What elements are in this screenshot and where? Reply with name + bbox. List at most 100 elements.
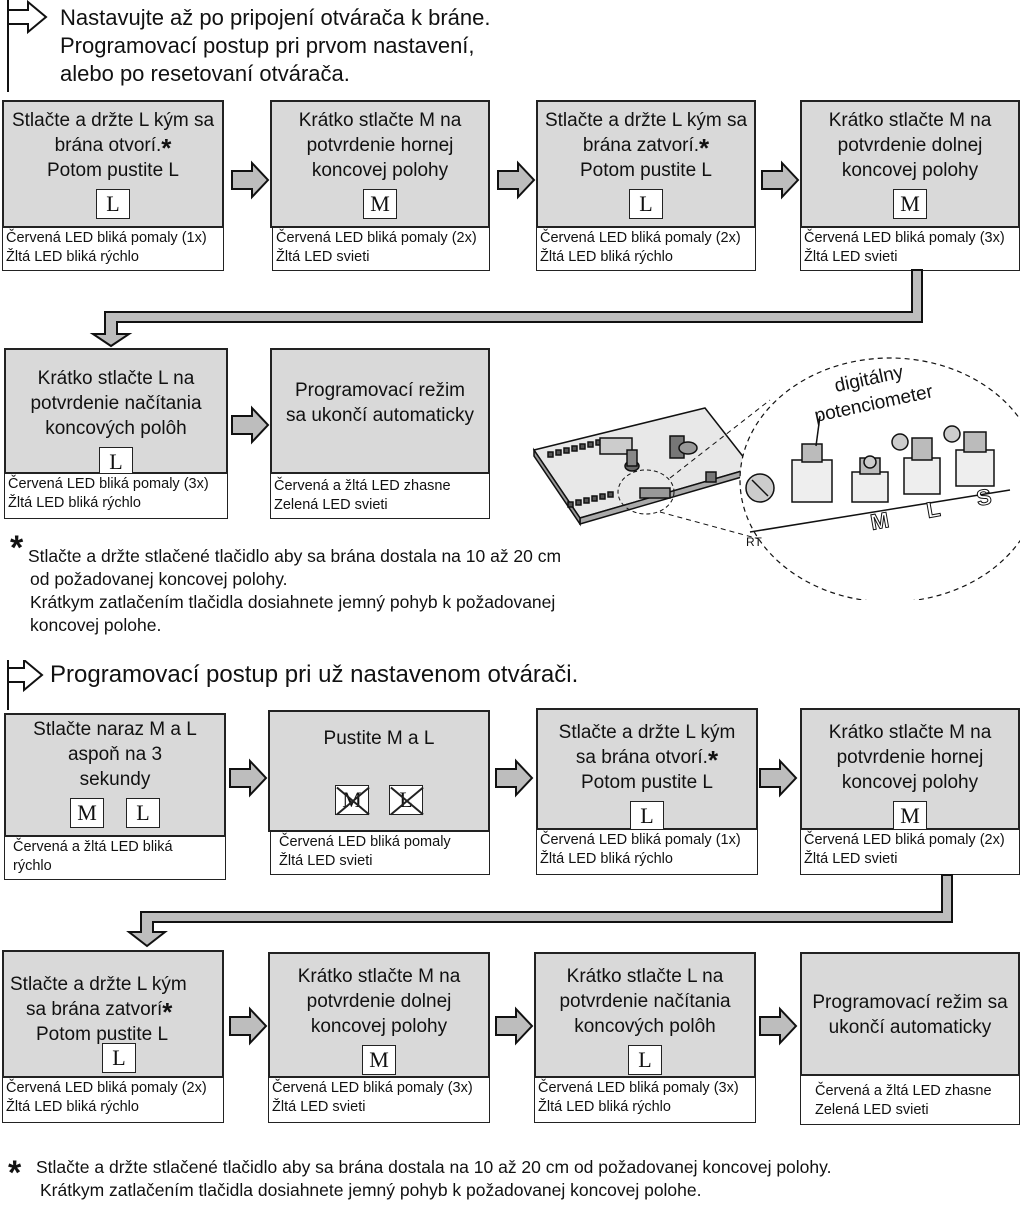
step-text: Krátko stlačte M na	[828, 722, 992, 743]
arrow-right-icon	[229, 1006, 268, 1046]
step-box: Stlačte a držte L kým sa brána otvorí.* …	[2, 100, 224, 228]
led-status: Červená LED bliká pomaly (2x) Žltá LED s…	[272, 227, 490, 271]
led-status-line: Žltá LED bliká rýchlo	[540, 249, 673, 265]
led-status-line: Žltá LED bliká rýchlo	[6, 249, 139, 265]
step-box: Stlačte naraz M a L aspoň na 3 sekundy M…	[4, 713, 226, 837]
step-text: potvrdenie hornej	[836, 747, 984, 768]
step-text: Krátko stlačte M na	[297, 966, 461, 987]
step-text: sa brána zatvorí	[26, 999, 163, 1020]
led-status-line: Žltá LED bliká rýchlo	[8, 495, 141, 511]
led-status-line: Červená LED bliká pomaly (3x)	[538, 1080, 739, 1096]
step-box: Krátko stlačte M na potvrdenie hornej ko…	[800, 708, 1020, 831]
key-m-released-icon: M	[335, 785, 369, 815]
led-status: Červená LED bliká pomaly (1x) Žltá LED b…	[2, 227, 224, 271]
section2-title: Programovací postup pri už nastavenom ot…	[50, 661, 579, 688]
intro-line: Nastavujte až po pripojení otvárača k br…	[60, 5, 491, 30]
key-l-icon: L	[99, 447, 133, 477]
step-box: Krátko stlačte M na potvrdenie dolnej ko…	[800, 100, 1020, 228]
key-m-icon: M	[893, 801, 927, 831]
button-label: S	[975, 484, 994, 511]
led-status-line: Červená LED bliká pomaly (3x)	[804, 230, 1005, 246]
step-text: koncovej polohy	[841, 160, 979, 181]
intro-pointer-arrow-icon	[7, 0, 48, 92]
step-text: potvrdenie načítania	[559, 991, 731, 1012]
asterisk-icon: *	[10, 529, 24, 567]
led-status: Červená LED bliká pomaly (3x) Žltá LED s…	[800, 227, 1020, 271]
key-l-icon: L	[126, 798, 160, 828]
asterisk-icon: *	[162, 997, 173, 1027]
led-status-line: Žltá LED svieti	[804, 249, 898, 265]
led-status: Červená LED bliká pomaly (2x) Žltá LED b…	[2, 1077, 224, 1123]
button-label: L	[925, 496, 943, 523]
led-status-line: Červená a žltá LED zhasne	[274, 478, 451, 494]
key-m-icon: M	[893, 189, 927, 219]
step-text: sa brána otvorí.	[575, 747, 708, 768]
led-status-line: Žltá LED bliká rýchlo	[540, 851, 673, 867]
key-l-icon: L	[630, 801, 664, 831]
step-text: Krátko stlačte M na	[828, 110, 992, 131]
led-status-line: Červená a žltá LED zhasne	[815, 1083, 992, 1099]
arrow-right-icon	[759, 1006, 798, 1046]
key-l-icon: L	[102, 1043, 136, 1073]
arrow-right-icon	[761, 160, 800, 200]
step-text: Stlačte naraz M a L	[33, 719, 197, 740]
step-text: Krátko stlačte L na	[37, 368, 195, 389]
partial-label: RT	[746, 535, 762, 549]
step-text: Pustite M a L	[323, 728, 435, 749]
footnote-line: Stlačte a držte stlačené tlačidlo aby sa…	[36, 1157, 832, 1177]
asterisk-icon: *	[8, 1154, 22, 1192]
arrows-section2	[126, 758, 953, 1046]
step-text: koncovej polohy	[311, 160, 449, 181]
step-text: brána zatvorí.	[582, 135, 700, 156]
led-status-line: Žltá LED svieti	[804, 851, 898, 867]
led-status-line: Červená LED bliká pomaly (3x)	[272, 1080, 473, 1096]
key-l-icon: L	[628, 1045, 662, 1075]
asterisk-icon: *	[161, 133, 172, 163]
step-box: Programovací režim sa ukončí automaticky	[800, 952, 1020, 1076]
step-text: Potom pustite L	[579, 160, 713, 181]
step-text: koncovej polohy	[841, 772, 979, 793]
intro-text: Nastavujte až po pripojení otvárača k br…	[60, 4, 490, 88]
intro-line: Programovací postup pri prvom nastavení,	[60, 33, 475, 58]
step-text: koncových polôh	[45, 418, 187, 439]
step-text: Stlačte a držte L kým sa	[11, 110, 215, 131]
return-arrow-icon	[126, 874, 953, 948]
led-status: Červená LED bliká pomaly (1x) Žltá LED b…	[536, 829, 758, 875]
led-status: Červená a žltá LED zhasne Zelená LED svi…	[270, 473, 490, 519]
step-text: Potom pustite L	[580, 772, 714, 793]
step-text: Potom pustite L	[46, 160, 180, 181]
step-box: Krátko stlačte M na potvrdenie hornej ko…	[270, 100, 490, 228]
led-status-line: Červená LED bliká pomaly (2x)	[540, 230, 741, 246]
step-text: ukončí automaticky	[828, 1017, 992, 1038]
asterisk-icon: *	[707, 745, 719, 775]
arrow-right-icon	[495, 758, 534, 798]
intro-line: alebo po resetovaní otvárača.	[60, 61, 350, 86]
arrow-right-icon	[231, 160, 270, 200]
footnote-line: Krátkym zatlačením tlačidla dosiahnete j…	[30, 592, 556, 612]
step-box: Krátko stlačte L na potvrdenie načítania…	[4, 348, 228, 477]
led-status-line: Žltá LED svieti	[276, 249, 370, 265]
step-text: brána otvorí.	[54, 135, 162, 156]
button-label: M	[869, 507, 891, 535]
led-status-line: Zelená LED svieti	[274, 497, 388, 513]
led-status-line: Červená LED bliká pomaly (2x)	[6, 1080, 207, 1096]
led-status: Červená LED bliká pomaly Žltá LED svieti	[270, 831, 490, 875]
led-status-line: Červená LED bliká pomaly (1x)	[540, 832, 741, 848]
step-text: Stlačte a držte L kým	[558, 722, 736, 743]
led-status-line: Žltá LED svieti	[272, 1099, 366, 1115]
led-status-line: Žltá LED bliká rýchlo	[538, 1099, 671, 1115]
footnote-line: od požadovanej koncovej polohy.	[30, 569, 288, 589]
step-text: Potom pustite L	[36, 1024, 169, 1045]
circuit-board	[532, 407, 754, 527]
arrow-right-icon	[495, 1006, 534, 1046]
key-m-icon: M	[70, 798, 104, 828]
zoom-source-circle	[617, 469, 675, 515]
step-text: Stlačte a držte L kým	[10, 974, 187, 995]
led-status: Červená LED bliká pomaly (2x) Žltá LED b…	[536, 227, 756, 271]
key-m-icon: M	[363, 189, 397, 219]
key-l-released-icon: L	[389, 785, 423, 815]
arrow-right-icon	[231, 405, 270, 445]
arrow-right-icon	[229, 758, 268, 798]
step-box: Pustite M a L M L	[268, 710, 490, 832]
led-status: Červená LED bliká pomaly (2x) Žltá LED s…	[800, 829, 1020, 875]
